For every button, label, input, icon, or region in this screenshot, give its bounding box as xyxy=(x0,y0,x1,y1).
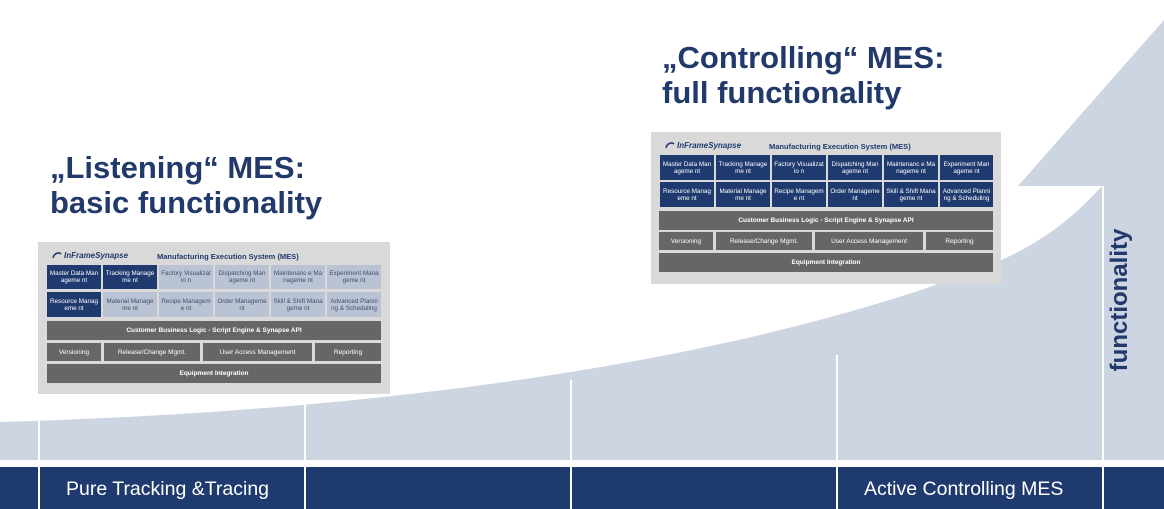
service-versioning: Versioning xyxy=(659,232,713,250)
module-skill-shift: Skill & Shift Manageme nt xyxy=(884,182,938,207)
module-material: Material Manageme nt xyxy=(716,182,770,207)
module-resource: Resource Manageme nt xyxy=(660,182,714,207)
bottom-axis-band xyxy=(0,467,1164,509)
listening-heading-line1: „Listening“ MES: xyxy=(50,150,305,185)
logo-swoosh-icon xyxy=(52,252,62,259)
equipment-integration-bar: Equipment Integration xyxy=(659,253,993,272)
active-controlling-label: Active Controlling MES xyxy=(864,478,1064,500)
module-tracking: Tracking Manageme nt xyxy=(716,155,770,180)
growth-curve-area xyxy=(0,185,1103,460)
module-advanced-planning: Advanced Planning & Scheduling xyxy=(940,182,993,207)
module-resource: Resource Manageme nt xyxy=(47,292,101,317)
module-maintenance: Maintenanc e Manageme nt xyxy=(884,155,938,180)
pure-tracking-label: Pure Tracking &Tracing xyxy=(66,478,270,500)
controlling-heading-line1: „Controlling“ MES: xyxy=(662,40,945,75)
business-logic-bar: Customer Business Logic - Script Engine … xyxy=(47,321,381,340)
service-versioning: Versioning xyxy=(47,343,101,361)
functionality-arrow xyxy=(1018,20,1164,460)
service-release-change: Release/Change Mgmt. xyxy=(104,343,200,361)
equipment-integration-bar: Equipment Integration xyxy=(47,364,381,383)
functionality-axis-label: functionality xyxy=(1106,228,1133,372)
business-logic-bar: Customer Business Logic - Script Engine … xyxy=(659,211,993,230)
service-reporting: Reporting xyxy=(926,232,993,250)
controlling-heading-line2: full functionality xyxy=(662,75,902,110)
module-experiment: Experiment Manageme nt xyxy=(327,265,381,289)
inframesynapse-logo: InFrameSynapse xyxy=(52,251,128,260)
module-tracking: Tracking Manageme nt xyxy=(103,265,157,289)
module-order: Order Manageme nt xyxy=(828,182,882,207)
module-recipe: Recipe Manageme nt xyxy=(159,292,213,317)
module-master-data: Master Data Manageme nt xyxy=(660,155,714,180)
module-dispatching: Dispatching Manageme nt xyxy=(828,155,882,180)
service-user-access: User Access Management xyxy=(815,232,923,250)
module-maintenance: Maintenanc e Manageme nt xyxy=(271,265,325,289)
module-factory-visualization: Factory Visualizatio n xyxy=(159,265,213,289)
service-user-access: User Access Management xyxy=(203,343,312,361)
module-advanced-planning: Advanced Planning & Scheduling xyxy=(327,292,381,317)
mes-title: Manufacturing Execution System (MES) xyxy=(157,252,299,261)
mes-title: Manufacturing Execution System (MES) xyxy=(769,142,911,151)
service-reporting: Reporting xyxy=(315,343,381,361)
controlling-heading: „Controlling“ MES: full functionality xyxy=(662,40,944,110)
module-recipe: Recipe Manageme nt xyxy=(772,182,826,207)
module-material: Material Manageme nt xyxy=(103,292,157,317)
listening-heading: „Listening“ MES: basic functionality xyxy=(50,150,322,220)
controlling-mes-diagram: InFrameSynapse Manufacturing Execution S… xyxy=(651,132,1001,284)
listening-heading-line2: basic functionality xyxy=(50,185,323,220)
logo-text: InFrameSynapse xyxy=(677,141,742,150)
service-release-change: Release/Change Mgmt. xyxy=(716,232,812,250)
logo-swoosh-icon xyxy=(665,142,675,149)
inframesynapse-logo: InFrameSynapse xyxy=(665,141,741,150)
logo-text: InFrameSynapse xyxy=(64,251,129,260)
listening-mes-diagram: InFrameSynapse Manufacturing Execution S… xyxy=(38,242,390,394)
module-factory-visualization: Factory Visualizatio n xyxy=(772,155,826,180)
axis-band-dividers xyxy=(38,467,1104,509)
module-dispatching: Dispatching Manageme nt xyxy=(215,265,269,289)
module-skill-shift: Skill & Shift Manageme nt xyxy=(271,292,325,317)
module-master-data: Master Data Manageme nt xyxy=(47,265,101,289)
module-order: Order Manageme nt xyxy=(215,292,269,317)
module-experiment: Experiment Manageme nt xyxy=(940,155,993,180)
